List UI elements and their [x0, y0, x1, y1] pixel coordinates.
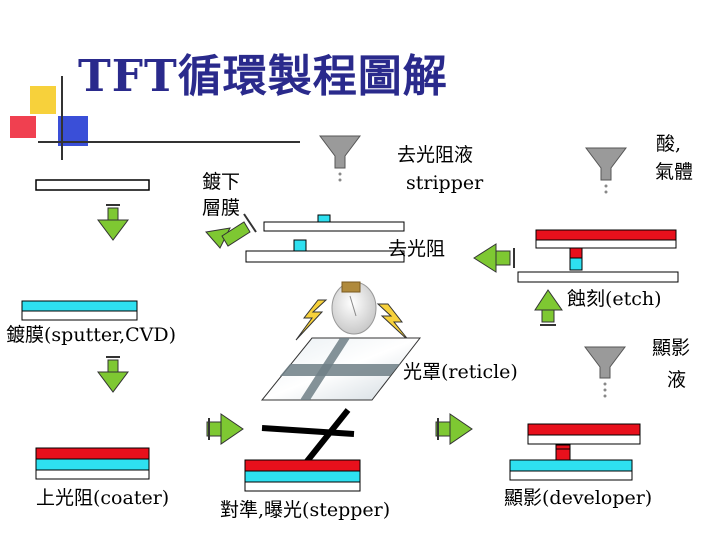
label-develop-liquid-2: 液: [667, 369, 687, 391]
acid-gas-funnel-icon: [585, 147, 627, 194]
substrate-stripped: [245, 214, 405, 263]
arrow-down-1: [97, 204, 129, 241]
label-stepper: 對準,曝光(stepper): [220, 499, 391, 521]
substrate-bare: [35, 179, 150, 191]
reticle-mask: [260, 337, 422, 401]
substrate-with-film: [21, 300, 138, 321]
lightning-icon: [295, 299, 411, 343]
page-title: TFT循環製程圖解: [78, 51, 448, 102]
label-develop-liquid-1: 顯影: [652, 337, 691, 359]
label-reticle: 光罩(reticle): [403, 361, 518, 383]
arrow-left-2: [205, 213, 257, 249]
substrate-developed: [509, 423, 641, 481]
label-sputter: 鍍膜(sputter,CVD): [6, 324, 177, 346]
light-bulb-icon: [331, 281, 377, 335]
label-acid: 酸,: [656, 133, 682, 155]
label-gas: 氣體: [655, 161, 694, 183]
label-etch: 蝕刻(etch): [567, 288, 662, 310]
substrate-coated: [35, 447, 150, 480]
arrow-left-1: [473, 243, 515, 273]
developer-funnel-icon: [584, 346, 626, 398]
arrow-right-2: [435, 413, 473, 445]
label-developer: 顯影(developer): [504, 487, 653, 509]
arrow-up-1: [534, 289, 563, 326]
label-deposit-lower-2: 層膜: [202, 197, 241, 219]
substrate-exposed: [244, 459, 361, 492]
label-coater: 上光阻(coater): [36, 487, 170, 509]
arrow-right-1: [206, 413, 244, 445]
substrate-etching: [517, 229, 679, 283]
title-decoration: [10, 76, 300, 160]
label-stripper-en: stripper: [406, 172, 484, 194]
label-strip: 去光阻: [388, 238, 446, 260]
label-deposit-lower: 鍍下: [202, 171, 241, 193]
label-stripper-liquid: 去光阻液: [397, 144, 474, 166]
arrow-down-2: [97, 356, 129, 393]
stripper-funnel-icon: [319, 135, 361, 182]
